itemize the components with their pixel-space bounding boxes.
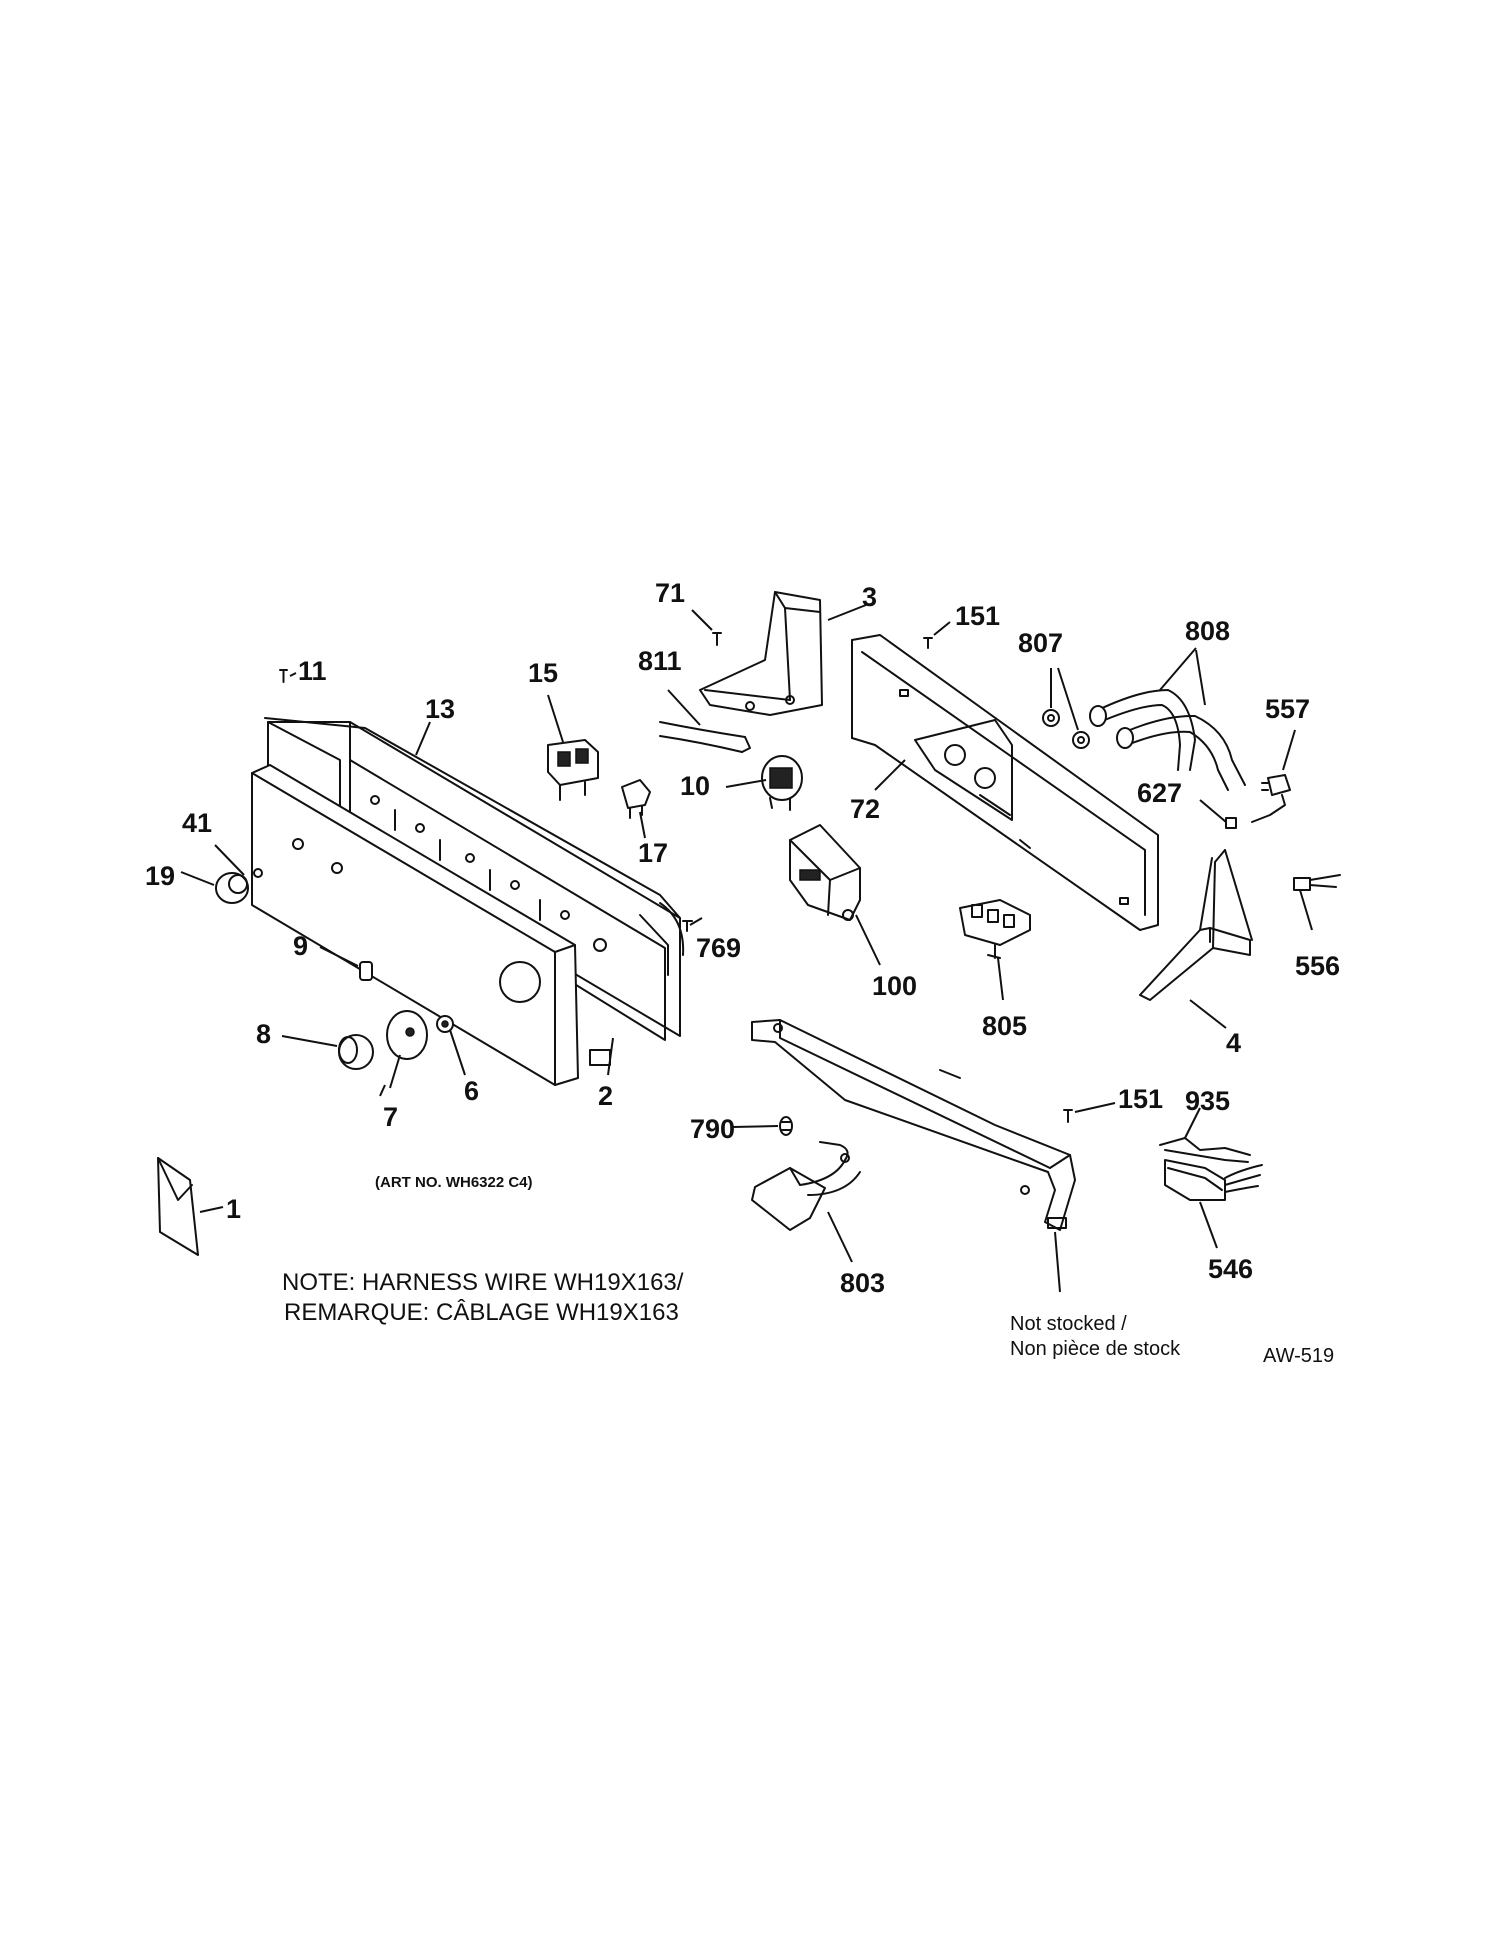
harness-note-line1: NOTE: HARNESS WIRE WH19X163/	[282, 1269, 684, 1296]
callout-790: 790	[690, 1114, 735, 1144]
part-1-literature	[157, 1157, 199, 1256]
part-805-valve	[959, 899, 1031, 959]
part-790-clamp	[779, 1116, 793, 1136]
part-6-nut	[436, 1015, 454, 1033]
callout-151-top: 151	[955, 601, 1000, 631]
callout-151-bottom: 151	[1118, 1084, 1163, 1114]
callout-935: 935	[1185, 1086, 1230, 1116]
part-546-connector	[1164, 1159, 1263, 1201]
callout-6: 6	[464, 1076, 479, 1106]
not-stocked-line2: Non pièce de stock	[1010, 1338, 1181, 1360]
callout-1: 1	[226, 1194, 241, 1224]
callout-546: 546	[1208, 1254, 1253, 1284]
callout-19: 19	[145, 861, 175, 891]
part-3-bracket	[699, 591, 823, 716]
part-100-timer	[789, 824, 861, 921]
part-7-dial	[386, 1010, 428, 1060]
callout-72: 72	[850, 794, 880, 824]
callout-41: 41	[182, 808, 212, 838]
art-number: (ART NO. WH6322 C4)	[375, 1174, 533, 1191]
part-769-screw	[682, 920, 693, 932]
part-4-side-bracket	[1139, 849, 1253, 1001]
callout-808: 808	[1185, 616, 1230, 646]
leader-lines	[180, 604, 1313, 1293]
part-11-screw	[279, 669, 288, 683]
part-72-rear-panel	[851, 634, 1159, 931]
callout-17: 17	[638, 838, 668, 868]
harness-note-line2: REMARQUE: CÂBLAGE WH19X163	[284, 1299, 679, 1326]
callout-2: 2	[598, 1081, 613, 1111]
callout-803: 803	[840, 1268, 885, 1298]
part-935-harness	[1159, 1137, 1251, 1163]
diagram-id: AW-519	[1263, 1345, 1334, 1367]
callout-805: 805	[982, 1011, 1027, 1041]
callout-8: 8	[256, 1019, 271, 1049]
part-8-knob	[338, 1034, 374, 1070]
part-803-lid-switch	[751, 1141, 861, 1231]
callout-15: 15	[528, 658, 558, 688]
part-10-pressure-switch	[761, 755, 803, 811]
callout-556: 556	[1295, 951, 1340, 981]
part-9-clip	[359, 961, 373, 981]
callout-557: 557	[1265, 694, 1310, 724]
callout-811: 811	[638, 646, 682, 676]
callout-807: 807	[1018, 628, 1063, 658]
part-lower-bracket-not-stocked	[751, 1019, 1076, 1231]
callout-71: 71	[655, 578, 685, 608]
part-151-screw-bottom	[1063, 1109, 1073, 1123]
callout-769: 769	[696, 933, 741, 963]
not-stocked-line1: Not stocked /	[1010, 1313, 1127, 1335]
callout-11: 11	[298, 656, 327, 686]
part-811-hose	[659, 721, 751, 753]
part-808-fill-hoses	[1089, 689, 1246, 791]
part-41-spring	[253, 868, 263, 878]
callout-4: 4	[1226, 1028, 1241, 1058]
part-151-screw-top	[923, 637, 933, 649]
callout-7: 7	[383, 1102, 398, 1132]
part-807-washers	[1042, 709, 1090, 749]
callout-10: 10	[680, 771, 710, 801]
part-15-switch	[547, 739, 599, 801]
callout-9: 9	[293, 931, 308, 961]
part-19-knob	[215, 872, 249, 904]
callout-627: 627	[1137, 778, 1182, 808]
part-556-connector	[1293, 874, 1341, 891]
part-71-screw	[712, 632, 722, 646]
callout-3: 3	[862, 582, 877, 612]
part-627-clamp	[1225, 817, 1237, 829]
part-17-clip	[621, 779, 651, 819]
callout-13: 13	[425, 694, 455, 724]
callout-labels: 71 3 151 807 808 811 11 15 13 557 10 72 …	[145, 578, 1340, 1298]
part-557-plug	[1251, 774, 1291, 823]
part-2-console-panel	[251, 764, 611, 1086]
callout-100: 100	[872, 971, 917, 1001]
